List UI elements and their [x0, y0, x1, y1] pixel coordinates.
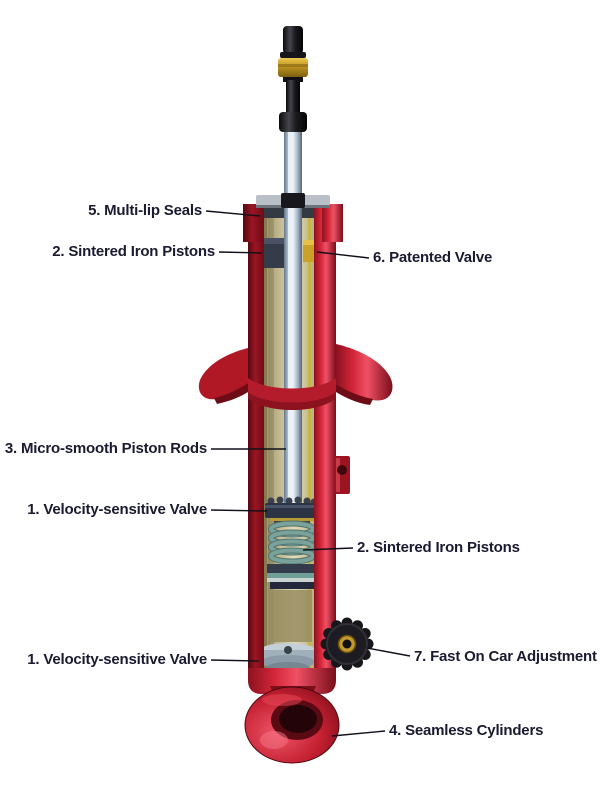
leader-velocity-valve-upper [210, 509, 268, 512]
label-fast-on-car-adjustment: 7. Fast On Car Adjustment [414, 648, 597, 665]
leader-fast-on-car [366, 647, 411, 657]
spring-seat-bracket [198, 344, 393, 410]
label-velocity-sensitive-valve-lower: 1. Velocity-sensitive Valve [27, 651, 207, 668]
leader-seamless-cylinders [331, 730, 386, 737]
label-patented-valve: 6. Patented Valve [373, 249, 493, 266]
label-seamless-cylinders: 4. Seamless Cylinders [389, 722, 544, 739]
sintered-piston-lower [267, 564, 317, 589]
leader-lines [205, 210, 411, 737]
cylinder-shell [243, 204, 343, 694]
label-sintered-iron-pistons-lower: 2. Sintered Iron Pistons [357, 539, 520, 556]
eyelet-mount [244, 686, 340, 764]
piston-rod [284, 126, 302, 518]
side-bracket [334, 456, 350, 494]
label-multi-lip-seals: 5. Multi-lip Seals [88, 202, 202, 219]
label-velocity-sensitive-valve-upper: 1. Velocity-sensitive Valve [27, 501, 207, 518]
multi-lip-seal [256, 193, 330, 208]
leader-velocity-valve-lower [210, 659, 260, 662]
label-micro-smooth-piston-rods: 3. Micro-smooth Piston Rods [4, 440, 207, 457]
piston-spring [268, 520, 316, 565]
adjuster-knob [320, 617, 374, 671]
brass-nut [278, 58, 308, 77]
leader-sintered-pistons-lower [302, 547, 354, 551]
sintered-piston-top [262, 238, 288, 268]
patented-valve [303, 240, 316, 262]
label-sintered-iron-pistons-top: 2. Sintered Iron Pistons [52, 243, 215, 260]
oil-chamber [268, 590, 312, 642]
piston-assembly [265, 496, 319, 589]
leader-patented-valve [316, 251, 370, 259]
leader-sintered-pistons-top [218, 251, 263, 254]
leader-multi-lip-seals [205, 210, 261, 217]
stem-assembly [278, 26, 308, 132]
